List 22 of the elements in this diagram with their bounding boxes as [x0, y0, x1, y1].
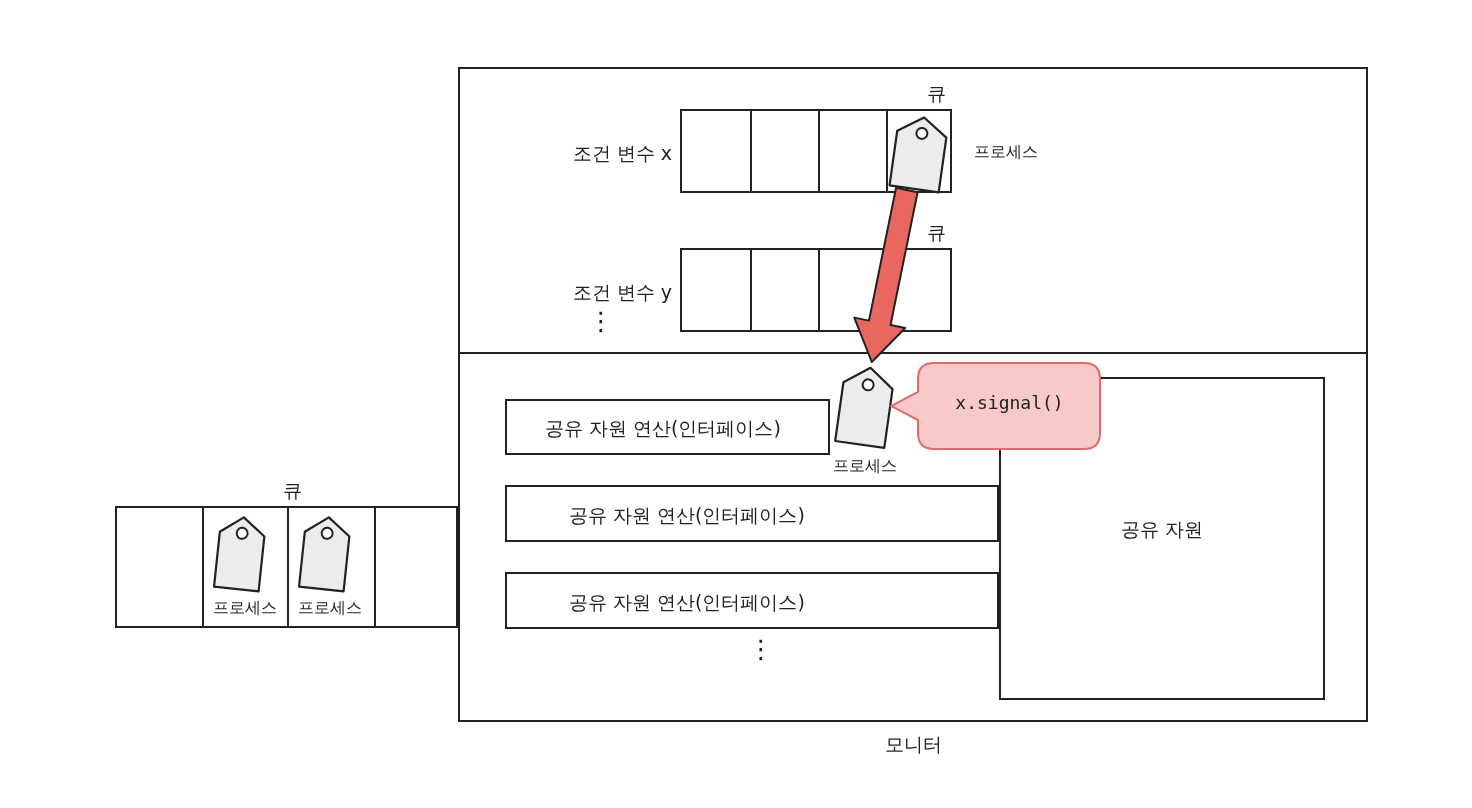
- operation-label: 공유 자원 연산(인터페이스): [545, 416, 781, 441]
- signal-call-text: x.signal(): [954, 392, 1065, 413]
- speech-bubble: [889, 362, 1101, 450]
- operation-label: 공유 자원 연산(인터페이스): [569, 502, 805, 528]
- variable-label: 조건 변수 x: [571, 141, 672, 166]
- ellipsis-dots: ⋮: [588, 308, 614, 334]
- queue-title: 큐: [281, 478, 303, 503]
- process-label: 프로세스: [973, 142, 1039, 163]
- monitor-title: 모니터: [883, 732, 943, 757]
- operation-box: [505, 399, 830, 455]
- operation-box: [505, 572, 999, 629]
- process-label: 프로세스: [211, 598, 278, 619]
- arrow: [853, 186, 919, 363]
- queue-title: 큐: [925, 81, 947, 106]
- process-label: 프로세스: [296, 598, 363, 619]
- operation-box: [505, 485, 999, 542]
- queue-title: 큐: [925, 220, 947, 245]
- resource-label: 공유 자원: [1119, 516, 1204, 542]
- variable-label: 조건 변수 y: [571, 280, 672, 305]
- ellipsis-dots: ⋮: [748, 636, 774, 662]
- operation-label: 공유 자원 연산(인터페이스): [569, 589, 805, 615]
- process-label: 프로세스: [832, 456, 898, 477]
